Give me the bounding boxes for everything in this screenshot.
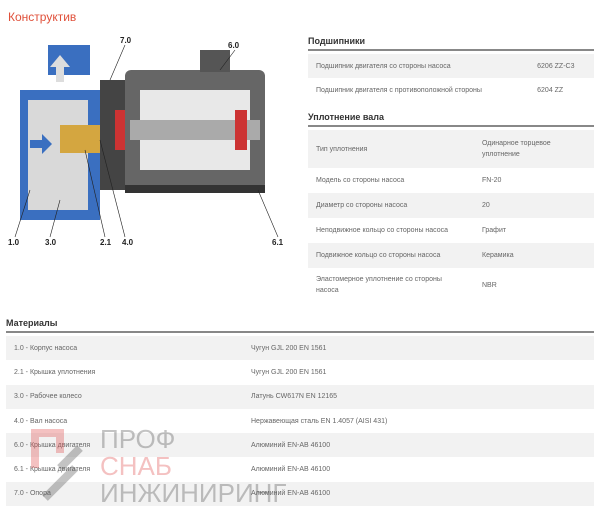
inflow-arrow-icon bbox=[30, 134, 52, 154]
row-label: Подшипник двигателя с противоположной ст… bbox=[316, 86, 482, 94]
row-value: 6204 ZZ bbox=[537, 86, 564, 94]
row-value: 20 bbox=[474, 193, 594, 218]
row-label: Тип уплотнения bbox=[308, 130, 474, 168]
table-row: Подшипник двигателя с противоположной ст… bbox=[308, 78, 594, 102]
row-value: 6206 ZZ-C3 bbox=[529, 54, 594, 78]
row-value: Латунь CW617N EN 12165 bbox=[243, 384, 594, 409]
section-title: Конструктив bbox=[8, 10, 77, 24]
row-value: Алюминий EN-AB 46100 bbox=[243, 433, 594, 458]
row-label: Неподвижное кольцо со стороны насоса bbox=[316, 227, 449, 234]
label-3-0: 3.0 bbox=[45, 238, 57, 247]
table-row: 2.1 - Крышка уплотнения Чугун GJL 200 EN … bbox=[6, 360, 594, 384]
row-value: NBR bbox=[482, 281, 497, 289]
seal-heading: Уплотнение вала bbox=[308, 112, 594, 127]
label-1-0: 1.0 bbox=[8, 238, 20, 247]
table-row: 6.1 - Крышка двигателя Алюминий EN-AB 461… bbox=[6, 457, 594, 481]
row-label: 6.0 - Крышка двигателя bbox=[6, 433, 243, 458]
label-2-1: 2.1 bbox=[100, 238, 112, 247]
bearings-heading: Подшипники bbox=[308, 36, 594, 51]
materials-heading: Материалы bbox=[6, 318, 594, 333]
row-value: Алюминий EN-AB 46100 bbox=[243, 481, 594, 507]
row-value: Одинарное торцевое уплотнение bbox=[474, 130, 594, 168]
specs-panel: Подшипники Подшипник двигателя со сторон… bbox=[308, 36, 594, 302]
row-value: Чугун GJL 200 EN 1561 bbox=[251, 368, 327, 376]
row-label: 2.1 - Крышка уплотнения bbox=[14, 368, 96, 376]
row-label: Подвижное кольцо со стороны насоса bbox=[308, 243, 474, 268]
label-6-0: 6.0 bbox=[228, 41, 240, 50]
row-label: 7.0 - Опора bbox=[6, 481, 243, 507]
row-label: Диаметр со стороны насоса bbox=[308, 193, 474, 218]
row-label: 4.0 - Вал насоса bbox=[14, 417, 68, 425]
row-label: 3.0 - Рабочее колесо bbox=[6, 384, 243, 409]
row-value: Алюминий EN-AB 46100 bbox=[251, 466, 331, 474]
pump-cutaway-diagram: 7.0 6.0 1.0 3.0 2.1 4.0 6.1 bbox=[8, 36, 284, 247]
label-4-0: 4.0 bbox=[122, 238, 134, 247]
row-value: Нержавеющая сталь EN 1.4057 (AISI 431) bbox=[251, 417, 388, 425]
row-value: Чугун GJL 200 EN 1561 bbox=[243, 336, 594, 361]
row-label: Модель со стороны насоса bbox=[316, 177, 405, 184]
row-label: Подшипник двигателя со стороны насоса bbox=[308, 54, 530, 78]
row-label: 1.0 - Корпус насоса bbox=[6, 336, 243, 361]
row-label: 6.1 - Крышка двигателя bbox=[14, 466, 91, 474]
row-value: FN-20 bbox=[482, 177, 502, 184]
outflow-arrow-icon bbox=[50, 55, 70, 82]
row-label: Эластомерное уплотнение со стороны насос… bbox=[316, 276, 442, 294]
label-7-0: 7.0 bbox=[120, 36, 132, 45]
row-value: Керамика bbox=[474, 243, 594, 268]
table-row: Модель со стороны насоса FN-20 bbox=[308, 168, 594, 193]
table-row: Эластомерное уплотнение со стороны насос… bbox=[308, 268, 594, 302]
table-row: Неподвижное кольцо со стороны насоса Граф… bbox=[308, 218, 594, 243]
label-6-1: 6.1 bbox=[272, 238, 284, 247]
row-value: Графит bbox=[482, 227, 507, 234]
table-row: 4.0 - Вал насоса Нержавеющая сталь EN 1.4… bbox=[6, 409, 594, 433]
